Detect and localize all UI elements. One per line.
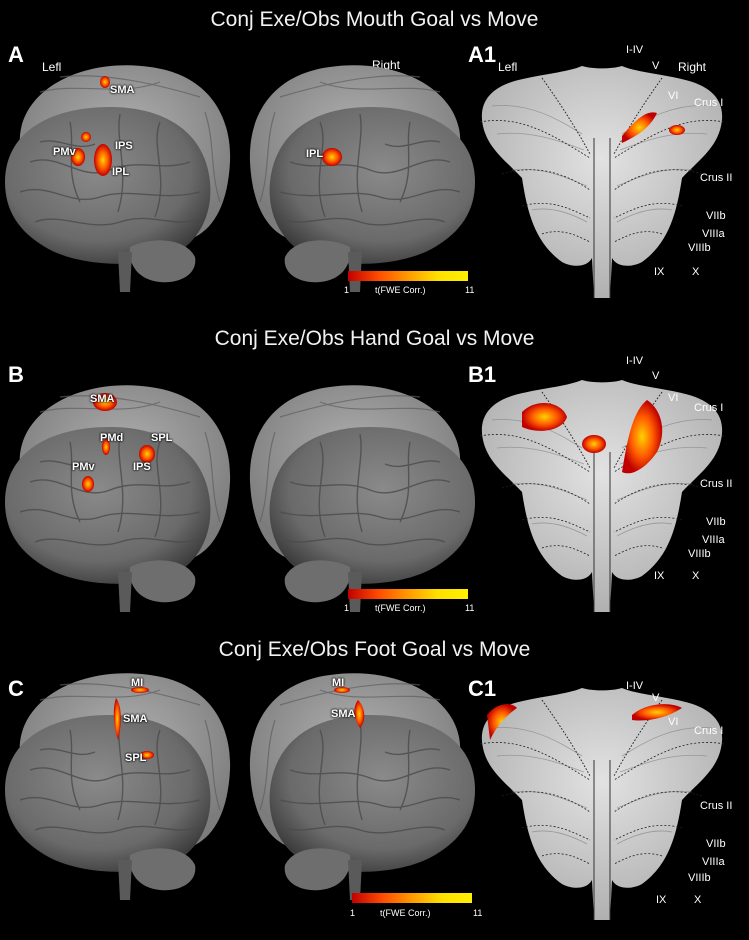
label-pmv: PMv [53, 146, 76, 158]
cere-viiib-c: VIIIb [688, 872, 711, 884]
panel-b1-letter: B1 [468, 362, 497, 387]
colorbar-b [348, 589, 468, 599]
cere-viiib: VIIIb [688, 242, 711, 254]
label-spl-c: SPL [125, 752, 147, 764]
label-mi-left: MI [131, 677, 144, 689]
cere-vi-b: VI [668, 392, 679, 404]
colorbar-min: 1 [350, 908, 356, 918]
colorbar-label: t(FWE Corr.) [375, 285, 426, 295]
cere-x-b: X [692, 570, 700, 582]
brain-left-c [4, 672, 231, 901]
label-ips: IPS [115, 140, 133, 152]
cere-crus-i: Crus I [694, 97, 724, 109]
cere-vi-c: VI [668, 716, 679, 728]
brain-left-b [4, 384, 231, 613]
panel-c1-letter: C1 [468, 676, 497, 701]
label-sma-right-c: SMA [331, 708, 356, 720]
panel-a-letter: A [8, 42, 24, 67]
cerebellum-c1 [479, 687, 725, 921]
left-hemisphere-label: Lefl [42, 60, 62, 74]
label-ipl: IPL [112, 166, 130, 178]
cere-x-c: X [694, 894, 702, 906]
panel-b-title: Conj Exe/Obs Hand Goal vs Move [214, 327, 535, 350]
colorbar-c [352, 893, 472, 903]
colorbar-max: 11 [465, 285, 475, 295]
cere-x: X [692, 266, 700, 278]
panel-c-title: Conj Exe/Obs Foot Goal vs Move [218, 638, 531, 661]
brain-right-a [249, 64, 476, 293]
brain-right-b [249, 384, 476, 613]
cere-viib-c: VIIb [706, 838, 726, 850]
cere-vi: VI [668, 90, 679, 102]
label-sma: SMA [110, 84, 135, 96]
cere-crus-i-b: Crus I [694, 402, 724, 414]
cere-viib: VIIb [706, 210, 726, 222]
brain-left-a [4, 64, 231, 293]
colorbar-max: 11 [473, 908, 483, 918]
cerebellum-b1 [479, 379, 725, 613]
colorbar-max: 11 [465, 603, 475, 613]
label-sma-b: SMA [90, 393, 115, 405]
cere-v-c: V [652, 692, 660, 704]
cere-crus-ii: Crus II [700, 172, 733, 184]
label-pmv-b: PMv [72, 461, 95, 473]
panel-a1-letter: A1 [468, 42, 497, 67]
label-ips-b: IPS [133, 461, 151, 473]
colorbar-label: t(FWE Corr.) [375, 603, 426, 613]
label-spl-b: SPL [151, 432, 173, 444]
cere-v-b: V [652, 370, 660, 382]
colorbar-min: 1 [344, 285, 350, 295]
label-mi-right: MI [332, 677, 345, 689]
cere-crus-i-c: Crus I [694, 725, 724, 737]
panel-c-letter: C [8, 676, 24, 701]
label-sma-left-c: SMA [123, 713, 148, 725]
cere-left-label: Lefl [498, 60, 518, 74]
colorbar-min: 1 [344, 603, 350, 613]
cere-crus-ii-c: Crus II [700, 800, 733, 812]
cere-viib-b: VIIb [706, 516, 726, 528]
cere-i-iv-b: I-IV [626, 355, 644, 367]
label-ipl-right: IPL [306, 148, 324, 160]
cere-right-label: Right [678, 60, 707, 74]
cerebellum-a1 [479, 65, 725, 299]
cere-ix-b: IX [654, 570, 665, 582]
colorbar-a [348, 271, 468, 281]
cere-viiia-c: VIIIa [702, 856, 725, 868]
cere-i-iv: I-IV [626, 44, 644, 56]
cere-viiia: VIIIa [702, 228, 725, 240]
panel-a-title: Conj Exe/Obs Mouth Goal vs Move [210, 8, 539, 31]
cere-i-iv-c: I-IV [626, 680, 644, 692]
cere-v: V [652, 60, 660, 72]
colorbar-label: t(FWE Corr.) [380, 908, 431, 918]
cere-viiib-b: VIIIb [688, 548, 711, 560]
brain-right-c [249, 672, 476, 901]
cere-crus-ii-b: Crus II [700, 478, 733, 490]
cere-viiia-b: VIIIa [702, 534, 725, 546]
cere-ix: IX [654, 266, 665, 278]
cere-ix-c: IX [656, 894, 667, 906]
panel-b-letter: B [8, 362, 24, 387]
label-pmd: PMd [100, 432, 124, 444]
